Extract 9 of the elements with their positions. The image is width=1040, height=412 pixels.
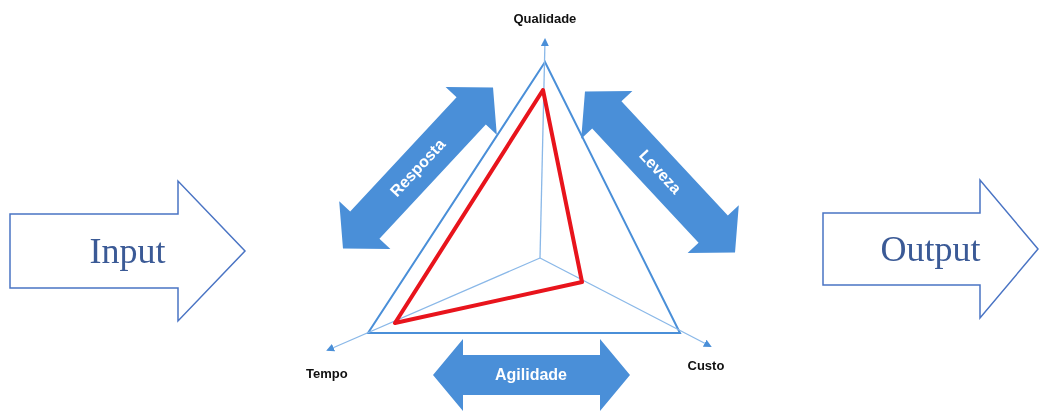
double-arrow — [432, 339, 630, 411]
arrow-label: Output — [880, 228, 981, 270]
arrow-label: Agilidade — [495, 366, 567, 384]
arrow-label: Input — [89, 230, 166, 272]
axis-label: Custo — [687, 357, 725, 373]
input-arrow — [10, 181, 245, 321]
axis-label: Tempo — [306, 365, 348, 381]
axis-label: Qualidade — [513, 10, 577, 26]
output-arrow — [823, 180, 1038, 318]
